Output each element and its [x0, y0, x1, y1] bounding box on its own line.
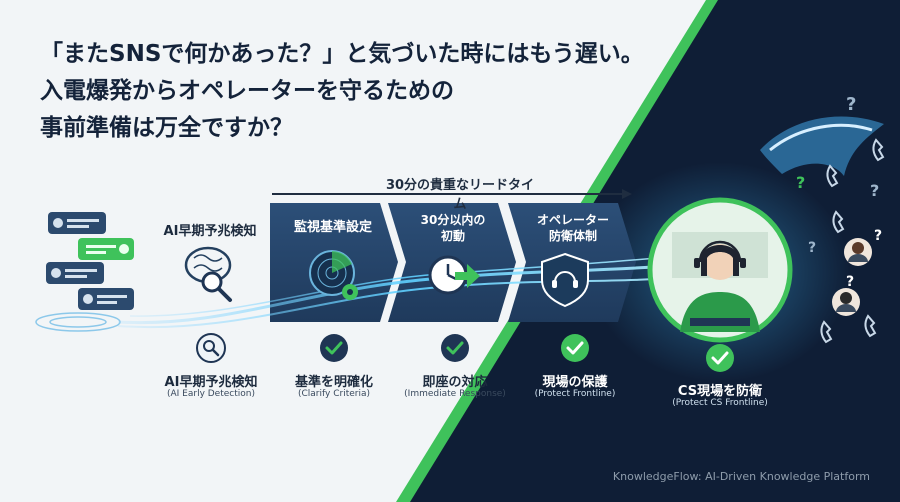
avatar	[832, 288, 860, 316]
chat-bubble-icon	[78, 238, 134, 260]
question-mark-icon: ?	[846, 274, 854, 290]
phone-icon	[826, 164, 839, 188]
outcome-label-cs-defense: CS現場を防衛	[677, 384, 763, 399]
headline-line-1: 「またSNSで何かあった？」と気づいた時にはもう遅い。	[40, 41, 644, 67]
outcome-label-immediate: 即座の対応	[422, 375, 488, 390]
outcome-sub-clarify: (Clarify Criteria)	[298, 389, 370, 399]
stage-title-line: 30分以内の	[420, 213, 486, 227]
check-icon	[561, 334, 589, 362]
question-mark-icon: ?	[846, 94, 856, 115]
stage-title-monitoring: 監視基準設定	[293, 220, 372, 235]
stage-title-first-response: 30分以内の 初動	[398, 212, 508, 244]
chat-bubble-icon	[78, 288, 134, 310]
radar-gear-icon	[309, 250, 358, 300]
avatar	[844, 238, 872, 266]
clock-arrow-icon	[428, 255, 480, 295]
check-icon	[706, 344, 734, 372]
brain-magnifier-icon	[184, 246, 232, 302]
stage-title-line: オペレーター	[536, 213, 609, 227]
phone-icon	[832, 210, 845, 234]
check-icon	[320, 334, 348, 362]
lead-time-label: 30分の貴重なリードタイム	[385, 178, 535, 212]
headline-line-3: 事前準備は万全ですか？	[40, 115, 293, 141]
outcome-label-protect-frontline: 現場の保護	[542, 375, 608, 390]
outcome-sub-immediate: (Immediate Response)	[404, 389, 506, 399]
outcome-sub-protect-frontline: (Protect Frontline)	[534, 389, 616, 399]
search-icon	[196, 333, 226, 363]
stage-title-ai-detection: AI早期予兆検知	[163, 224, 257, 239]
stage-title-line: 防衛体制	[548, 229, 597, 243]
outcome-label-ai-detection: AI早期予兆検知	[164, 375, 258, 390]
check-icon	[441, 334, 469, 362]
phone-icon	[872, 138, 885, 162]
phone-icon	[864, 314, 877, 338]
question-mark-icon: ?	[796, 173, 805, 192]
question-mark-icon: ?	[808, 240, 816, 256]
outcome-sub-ai-detection: (AI Early Detection)	[166, 389, 255, 399]
chat-bubble-icon	[46, 262, 104, 284]
headline-line-2: 入電爆発からオペレーターを守るための	[40, 78, 454, 104]
stage-title-line: 初動	[440, 229, 465, 243]
shield-headset-icon	[541, 252, 589, 308]
chat-bubble-icon	[48, 212, 106, 234]
outcome-sub-cs-defense: (Protect CS Frontline)	[672, 398, 768, 408]
outcome-label-clarify: 基準を明確化	[294, 375, 373, 390]
question-mark-icon: ?	[874, 228, 882, 244]
operator-icon	[647, 197, 793, 343]
headline: 「またSNSで何かあった？」と気づいた時にはもう遅い。 入電爆発からオペレーター…	[40, 36, 644, 147]
footer-brand: KnowledgeFlow: AI-Driven Knowledge Platf…	[612, 470, 870, 483]
question-mark-icon: ?	[870, 181, 879, 200]
stage-title-operator-defense: オペレーター 防衛体制	[518, 212, 628, 244]
phone-icon	[820, 320, 833, 344]
